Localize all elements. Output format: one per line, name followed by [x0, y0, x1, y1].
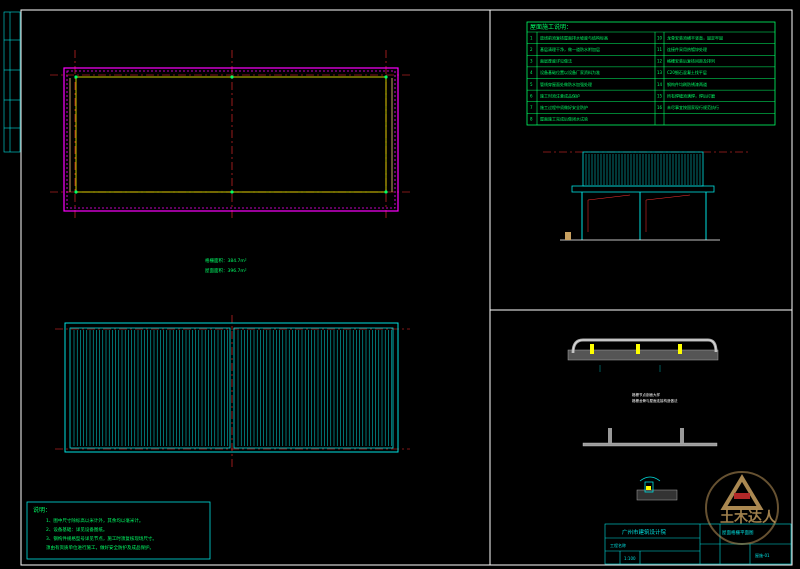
notes-row-number: 16: [657, 105, 663, 110]
notes-row-text: 未尽事宜按国家现行规范执行: [667, 104, 719, 110]
footing-detail: [636, 476, 678, 501]
notes-row-text: 钢构件均刷防锈漆两道: [667, 81, 707, 87]
notes-row-number: 11: [657, 47, 663, 52]
title-block-drawing-name: 屋面格栅平面图: [722, 529, 754, 536]
binding-margin: [3, 11, 21, 153]
roof-outline-plan: [50, 50, 410, 220]
notes-row-number: 4: [530, 70, 533, 75]
notes-box-item-4: 须由有资质单位进行施工，做好安全防护及成品保护。: [46, 544, 154, 551]
notes-row-text: 所有焊缝须满焊，焊后打磨: [667, 92, 715, 98]
notes-row-text: C20细石混凝土找平层: [667, 69, 707, 75]
notes-row-text: 基层清理干净，做一道防水附加层: [540, 46, 600, 52]
title-block-scale: 1:100: [624, 556, 636, 561]
notes-row-number: 12: [657, 59, 663, 64]
grille-plan: [55, 315, 410, 470]
notes-row-text: 面层厚度详见做法: [540, 58, 572, 64]
notes-row-number: 13: [657, 70, 663, 75]
notes-row-number: 5: [530, 82, 533, 87]
notes-row-text: 连接件采用热镀锌处理: [667, 46, 707, 52]
title-block-institute: 广州市建筑设计院: [622, 528, 667, 536]
sheet-border: [20, 9, 793, 566]
watermark-text: 土木达人: [720, 509, 777, 526]
notes-row-number: 1: [530, 35, 533, 40]
section-caption-2: 格栅龙骨与屋面连接构造做法: [632, 398, 678, 403]
notes-row-number: 2: [530, 47, 533, 52]
notes-row-text: 设备基础位置以设备厂家资料为准: [540, 69, 600, 75]
notes-row-number: 15: [657, 93, 663, 98]
watermark-logo: [705, 471, 779, 545]
notes-table-title: 屋面施工说明：: [530, 23, 572, 31]
plan-label-2: 屋面面积：396.7m²: [205, 267, 247, 274]
grille-elevation: [543, 151, 748, 241]
notes-row-number: 3: [530, 59, 533, 64]
section-detail: [567, 338, 719, 372]
notes-box-item-3: 3、钢构件规格型号详见节点，施工时须复核现场尺寸。: [46, 535, 157, 542]
notes-box-item-1: 1、图中尺寸除标高以米计外，其余均以毫米计。: [46, 517, 143, 524]
section-caption-1: 格栅节点剖面大样: [632, 392, 660, 397]
general-notes-box: [26, 501, 211, 560]
notes-row-text: 龙骨安装须横平竖直，固定牢固: [667, 34, 723, 40]
notes-row-text: 管线穿屋面处做防水加强处理: [540, 81, 592, 87]
notes-row-text: 放线前须复核屋面排水坡度与结构标高: [540, 34, 608, 40]
plan-label-1: 格栅面积：384.7m²: [205, 257, 247, 264]
title-block-drawing-no: 屋施-01: [755, 552, 770, 558]
notes-row-text: 施工时须注意成品保护: [540, 92, 580, 98]
notes-row-text: 格栅安装后复核间距及排列: [667, 58, 715, 64]
notes-row-text: 施工过程中须做好安全防护: [540, 104, 588, 110]
notes-row-number: 6: [530, 93, 533, 98]
title-block: [604, 523, 792, 565]
title-block-project-label: 工程名称: [610, 542, 626, 548]
notes-box-item-2: 2、设备基础：详见设备图纸。: [46, 526, 107, 533]
notes-row-number: 10: [657, 35, 663, 40]
notes-row-number: 14: [657, 82, 663, 87]
notes-row-text: 屋面施工完成后做闭水试验: [540, 116, 588, 122]
bar-detail: [582, 428, 718, 447]
construction-notes-table: 1 放线前须复核屋面排水坡度与结构标高 10 龙骨安装须横平竖直，固定牢固 2 基层清理干…: [526, 21, 776, 126]
notes-row-number: 7: [530, 105, 533, 110]
notes-box-title: 说明：: [33, 506, 51, 514]
notes-row-number: 8: [530, 117, 533, 122]
